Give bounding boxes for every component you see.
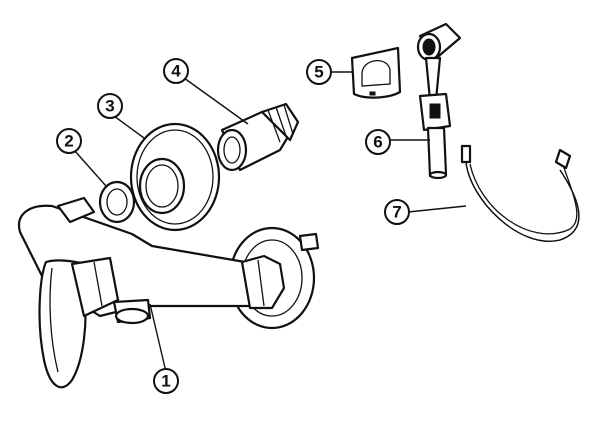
washer-ring [98, 180, 136, 224]
mixer-body [17, 196, 320, 389]
leader-lines [73, 71, 467, 373]
callout-number: 5 [314, 63, 323, 82]
callout-number: 1 [161, 372, 170, 391]
callout-number: 6 [373, 133, 382, 152]
eccentric-connector [216, 102, 300, 172]
callout-5: 5 [306, 59, 332, 85]
callout-1: 1 [153, 368, 179, 394]
callout-number: 4 [171, 62, 181, 81]
hand-shower [416, 22, 462, 180]
callout-number: 3 [105, 97, 114, 116]
holder-bracket [350, 46, 402, 99]
cover-flange [129, 122, 221, 232]
callout-3: 3 [97, 93, 123, 119]
callout-2: 2 [56, 128, 82, 154]
flexible-hose [460, 144, 580, 242]
callout-number: 7 [392, 203, 401, 222]
callout-7: 7 [384, 199, 410, 225]
callout-6: 6 [365, 129, 391, 155]
callout-number: 2 [64, 132, 73, 151]
callout-4: 4 [163, 58, 189, 84]
